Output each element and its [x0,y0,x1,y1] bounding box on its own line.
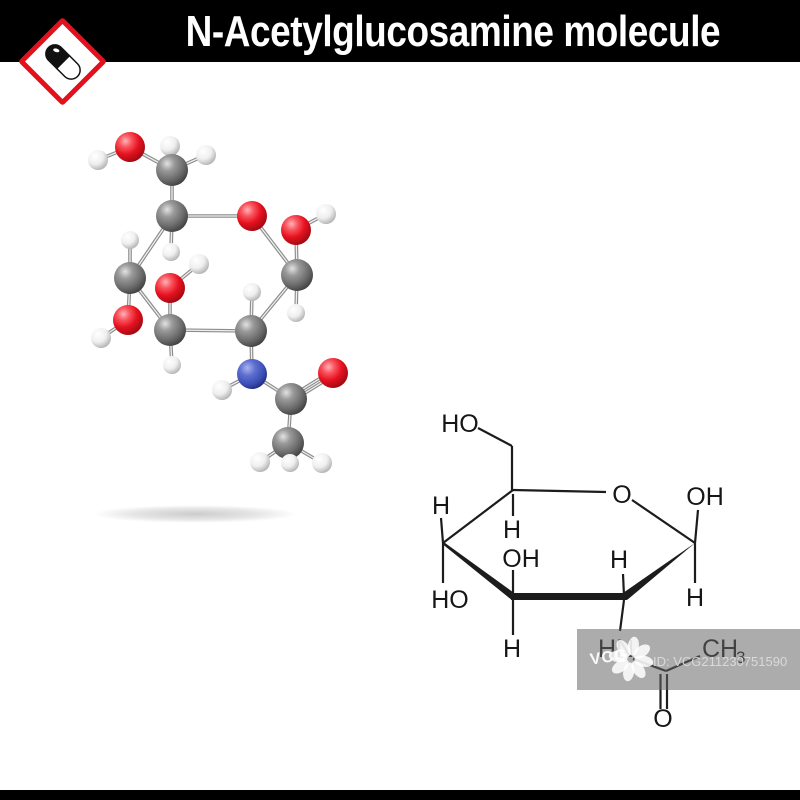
atom-h [196,145,216,165]
formula-wedge-bond [442,542,516,600]
watermark-id-text: ID: VCG211230751590 [653,654,788,669]
atom-h [162,243,180,261]
atom-h [88,150,108,170]
formula-label: OH [686,483,724,511]
atom-c [272,427,304,459]
atom-c [275,383,307,415]
pill-icon [45,44,81,80]
model-shadow [93,505,297,523]
atom-h [189,254,209,274]
atom-o [113,305,143,335]
atom-h [316,204,336,224]
formula-label: H [432,492,450,520]
formula-label: OH [502,545,540,573]
atom-c [154,314,186,346]
formula-label: H [686,584,704,612]
title-bar: N-Acetylglucosamine molecule [0,0,800,62]
formula-bond [631,499,696,544]
formula-bond [512,488,607,494]
formula-bond [693,509,700,544]
formula-bond [442,489,514,544]
atom-h [287,304,305,322]
vcg-flower-icon [608,636,654,682]
atom-h [91,328,111,348]
formula-label: O [653,705,672,733]
atom-c [235,315,267,347]
atom-c [156,154,188,186]
formula-label: H [503,635,521,663]
atom-h [243,283,261,301]
formula-bond [439,517,445,544]
atom-o [318,358,348,388]
formula-bond [477,427,513,447]
formula-label: HO [431,586,469,614]
atom-o [115,132,145,162]
atom-n [237,359,267,389]
formula-wedge-bond [511,593,627,600]
formula-wedge-bond [622,543,695,600]
atom-h [160,136,180,156]
page-title: N-Acetylglucosamine molecule [185,7,721,56]
atom-c [114,262,146,294]
atom-h [250,452,270,472]
atom-o [281,215,311,245]
atom-h [212,380,232,400]
formula-label: HO [441,410,479,438]
atom-o [155,273,185,303]
watermark: VCG ID: VCG211230751590 [577,629,800,690]
atom-h [163,356,181,374]
atom-c [156,200,188,232]
footer-bar [0,790,800,800]
formula-bond [618,599,626,632]
atom-h [121,231,139,249]
atom-h [281,454,299,472]
atom-c [281,259,313,291]
formula-label: O [612,481,631,509]
atom-o [237,201,267,231]
formula-bond [621,573,626,597]
formula-label: H [503,516,521,544]
atom-h [312,453,332,473]
formula-label: H [610,546,628,574]
